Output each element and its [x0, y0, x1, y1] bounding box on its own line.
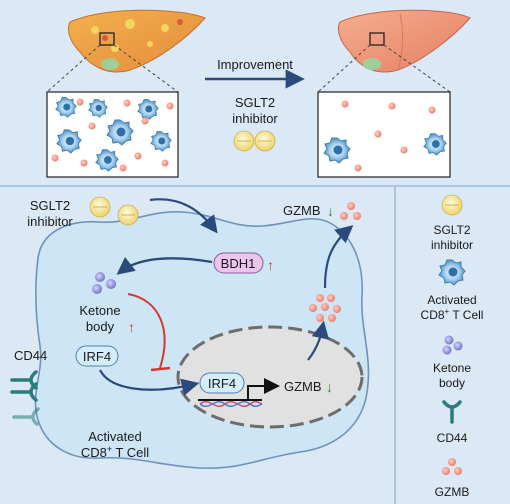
cell-drug-label-line2: inhibitor	[27, 214, 73, 229]
legend-sglt2-pill-icon	[441, 194, 463, 216]
top-drug-pills-icon	[233, 130, 276, 152]
improved-liver-illustration	[337, 9, 471, 73]
gzmb-top-down-arrow: ↓	[327, 203, 334, 219]
zoom-line-left-b	[113, 44, 179, 93]
ketone-inhibits-irf4-line	[127, 293, 166, 369]
transcription-start-arrow	[247, 378, 280, 400]
ketone-label-line2: body	[86, 319, 115, 334]
ketone-label-line1: Ketone	[79, 303, 120, 318]
ketone-body-icon	[92, 272, 116, 294]
gzmb-cytoplasm-granules	[309, 294, 341, 322]
ketone-up-arrow: ↑	[128, 319, 135, 335]
legend-cd44-icon	[442, 400, 462, 424]
gzmb-gene-label: GZMB	[284, 379, 322, 394]
irf4-nuclear-translocation-arrow	[99, 369, 200, 396]
cell-label-line2: CD8+ T Cell	[81, 444, 149, 460]
gzmb-secretion-arrow	[323, 225, 354, 289]
inhibition-bar	[150, 366, 171, 372]
top-drug-label-line1: SGLT2	[235, 95, 275, 110]
bdh1-up-arrow: ↑	[267, 257, 274, 273]
cell-label-line1: Activated	[88, 429, 141, 444]
mechanism-panel: SGLT2 inhibitor GZMB ↓ BDH1 ↑	[0, 187, 395, 504]
dna-helix-icon	[199, 400, 263, 408]
legend-sglt2-line2: inhibitor	[431, 238, 473, 252]
cell-drug-pills-icon	[89, 196, 139, 226]
bdh1-to-ketone-arrow	[116, 256, 213, 275]
irf4-nucleus-node: IRF4	[199, 372, 245, 394]
irf4-cytoplasm-node: IRF4	[75, 345, 119, 367]
cd44-label: CD44	[14, 348, 47, 363]
top-panel: Improvement SGLT2 inhibitor	[0, 0, 510, 187]
legend-ketone-icon	[442, 335, 463, 355]
legend-tcell-line1: Activated	[427, 293, 476, 307]
drug-to-bdh1-arrow	[149, 198, 218, 234]
legend-panel: SGLT2 inhibitor Activated CD8+ T Cell Ke…	[394, 187, 510, 504]
improvement-label: Improvement	[217, 57, 293, 72]
improved-tissue-inset	[317, 91, 451, 178]
legend-gzmb-label: GZMB	[435, 485, 470, 499]
diseased-liver-illustration	[67, 9, 206, 73]
top-drug-label-line2: inhibitor	[232, 111, 278, 126]
legend-sglt2-line1: SGLT2	[433, 223, 470, 237]
gzmb-translation-arrow	[307, 320, 330, 361]
gzmb-gene-down-arrow: ↓	[326, 379, 333, 395]
nucleus	[176, 325, 364, 429]
diseased-tissue-inset	[46, 91, 179, 178]
legend-cd44-label: CD44	[437, 431, 468, 445]
legend-tcell-line2: CD8+ T Cell	[421, 307, 484, 322]
gzmb-top-label: GZMB	[283, 203, 321, 218]
irf4-cytoplasm-label: IRF4	[83, 349, 111, 364]
bdh1-label: BDH1	[221, 256, 256, 271]
zoom-line-right-b	[383, 44, 451, 93]
bdh1-node: BDH1	[213, 252, 264, 274]
legend-ketone-line1: Ketone	[433, 361, 471, 375]
gzmb-released-granules	[340, 202, 361, 220]
legend-ketone-line2: body	[439, 376, 465, 390]
legend-gzmb-icon	[442, 458, 462, 475]
cell-drug-label-line1: SGLT2	[30, 198, 70, 213]
cd44-receptor-icons	[10, 370, 40, 427]
irf4-nucleus-label: IRF4	[208, 376, 236, 391]
